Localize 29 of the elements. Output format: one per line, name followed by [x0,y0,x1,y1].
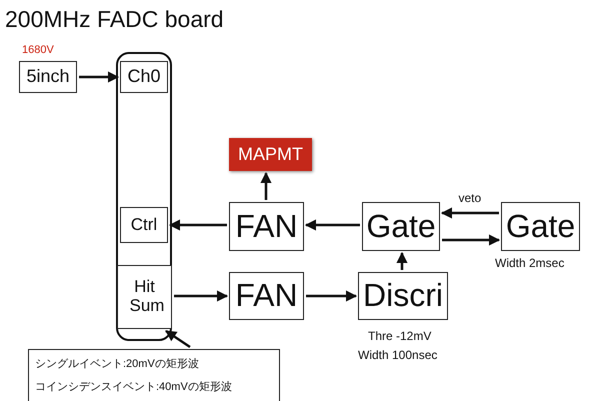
board-outline [116,52,172,341]
process-box: Ch0 [120,61,168,93]
note-box [28,349,280,401]
note-text: シングルイベント:20mVの矩形波 [35,358,199,371]
annotation-text: Width 100nsec [358,348,438,362]
process-box: FAN [229,202,304,251]
annotation-text: 1680V [22,44,54,56]
arrow [306,290,358,302]
diagram-title: 200MHz FADC board [5,6,224,33]
process-box: Gate [362,202,440,251]
process-box: Gate [501,202,580,251]
output-box: MAPMT [229,138,312,171]
process-box: Discri [358,272,448,320]
arrow [396,252,408,270]
arrow [440,207,499,219]
annotation-text: Thre -12mV [368,329,432,343]
arrow [260,172,272,200]
process-box: Ctrl [120,207,168,243]
arrow [168,219,227,231]
board-section: Hit Sum [117,265,172,329]
process-box: FAN [229,272,304,320]
edge-label: veto [456,191,484,205]
annotation-text: Width 2msec [495,256,564,270]
note-text: コインシデンスイベント:40mVの矩形波 [35,381,232,394]
process-box: 5inch [19,61,77,93]
arrow [174,290,228,302]
arrow [304,219,360,231]
arrow [442,234,500,246]
arrow [79,71,120,83]
